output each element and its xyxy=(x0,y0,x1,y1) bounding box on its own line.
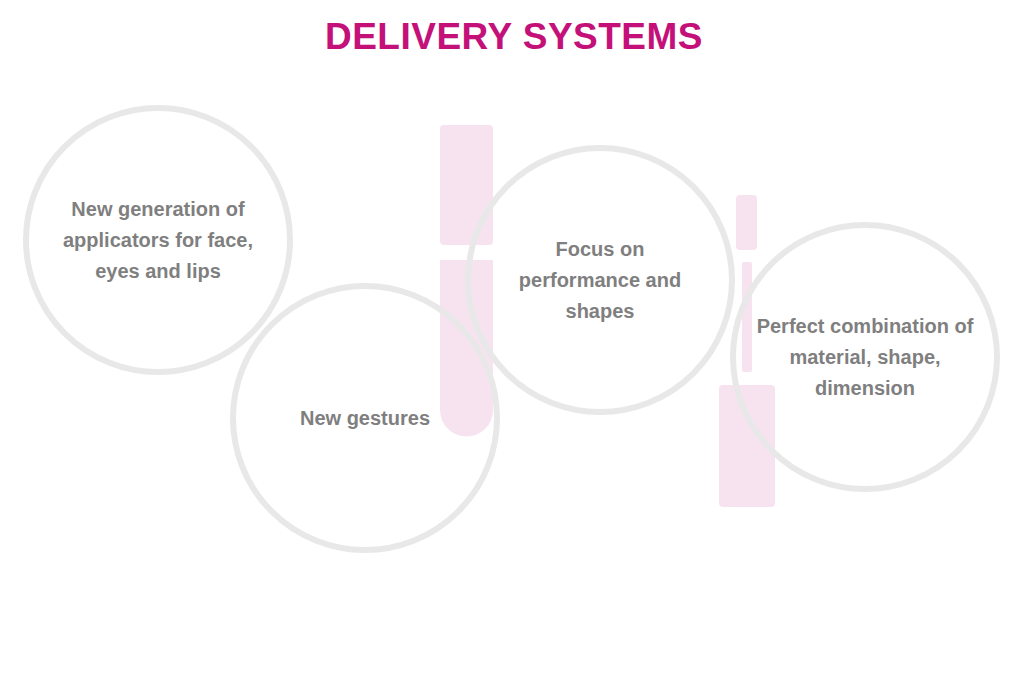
brush-tip xyxy=(736,195,757,250)
diagram-title: DELIVERY SYSTEMS xyxy=(0,16,1028,58)
applicator-cap xyxy=(440,125,493,245)
topic-circle: Focus on performance and shapes xyxy=(465,145,735,415)
topic-circle: New gestures xyxy=(230,283,500,553)
topic-circle: New generation of applicators for face, … xyxy=(23,105,293,375)
brush-stem xyxy=(742,262,752,372)
circle-label: New gestures xyxy=(265,403,465,434)
topic-circle: Perfect combination of material, shape, … xyxy=(730,222,1000,492)
circle-label: New generation of applicators for face, … xyxy=(51,194,266,287)
circle-label: Focus on performance and shapes xyxy=(515,234,685,327)
circle-label: Perfect combination of material, shape, … xyxy=(753,311,978,404)
